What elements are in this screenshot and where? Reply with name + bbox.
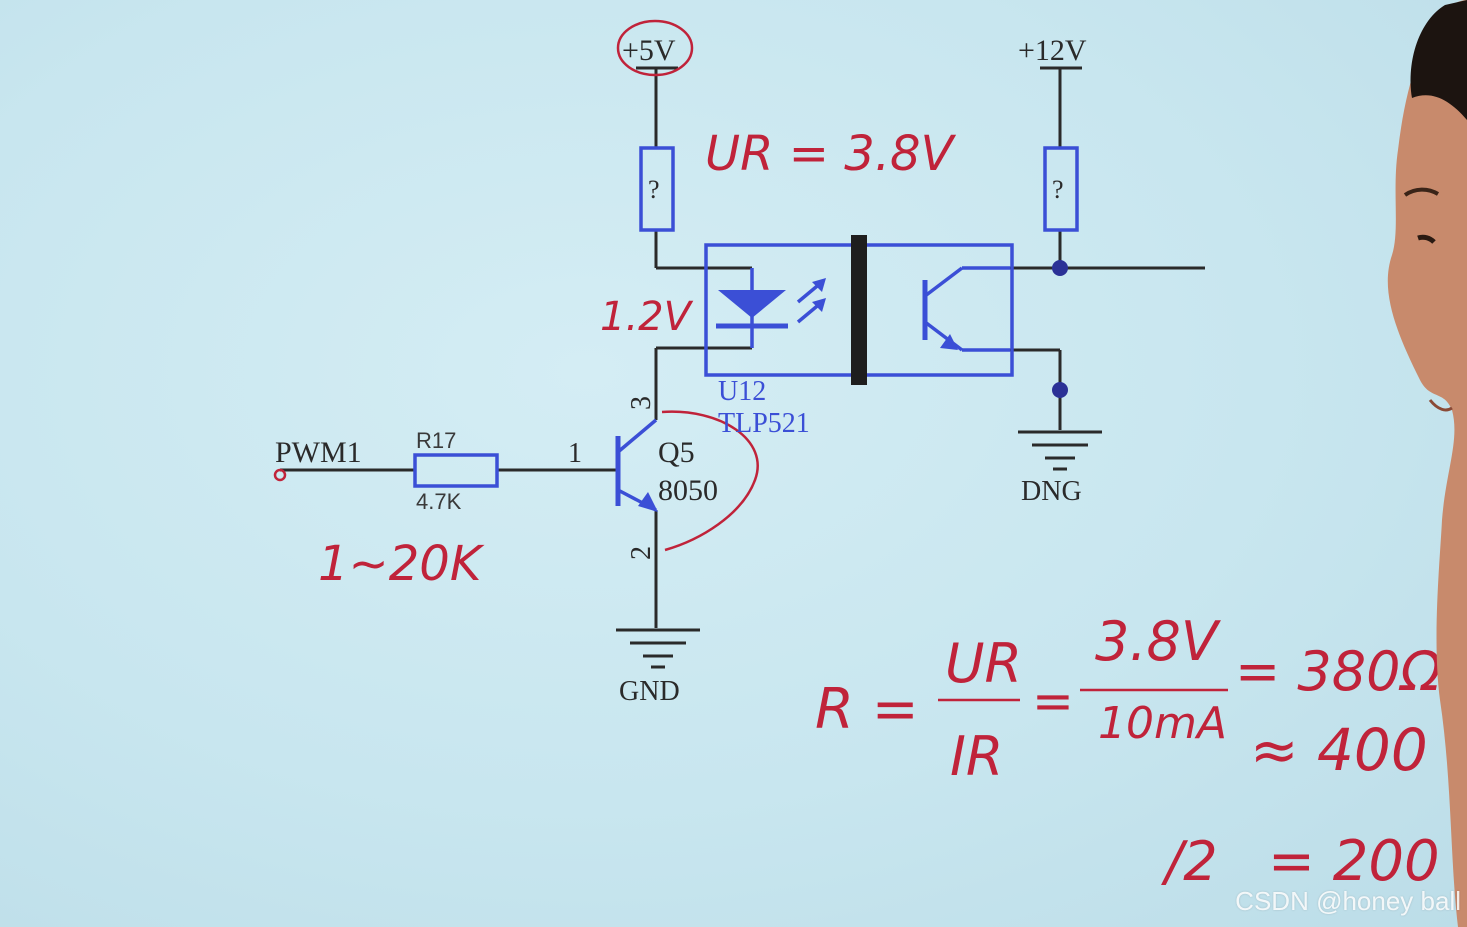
components [413,146,1079,512]
supply-12v-label: +12V [1018,34,1087,67]
transistor-part-label: 8050 [658,474,718,507]
isolation-bar [851,235,867,385]
resistor-5v [639,146,675,232]
emitter-pin-label: 2 [626,546,657,560]
calc-numerator: 3.8V [1095,610,1222,673]
watermark: CSDN @honey ball [1235,886,1461,916]
resistor-r17 [413,453,499,488]
light-arrow-icon [812,298,826,312]
base-range-note: 1~20K [318,536,485,592]
gnd-label: GND [619,676,680,707]
collector-pin-label: 3 [626,396,657,410]
ground-symbol-gnd [616,628,700,669]
presenter-figure [1387,0,1467,927]
led-diode-icon [718,290,786,318]
current-path-mark [661,410,759,552]
led-drop-note: 1.2V [600,294,694,340]
result-exact: = 380Ω [1235,640,1442,703]
junction-dot [1052,260,1068,276]
optocoupler-part-label: TLP521 [718,408,810,439]
ground-symbol-dng [1018,430,1102,471]
r17-ref-label: R17 [416,428,456,453]
input-marker [273,468,287,482]
dng-label: DNG [1021,476,1082,507]
formula-equals: = [1032,672,1074,730]
result-approx: ≈ 400 [1250,716,1428,784]
formula-r: R = [815,677,919,742]
resistor-12v-value: ? [1052,175,1064,204]
transistor-emitter-arrow-icon [638,492,658,512]
resistor-5v-value: ? [648,175,660,204]
light-arrow-icon [812,278,826,292]
input-net-label: PWM1 [275,436,362,469]
annotation-marks [273,19,1228,702]
supply-circle-mark [616,19,694,77]
half-label: /2 [1161,830,1218,893]
base-pin-label: 1 [568,438,582,469]
calc-denominator: 10mA [1098,698,1227,749]
resistor-12v [1043,146,1079,232]
supply-5v-label: +5V [622,34,676,67]
half-result: = 200 [1268,829,1440,894]
formula-numerator: UR [945,632,1022,695]
wires [280,66,1205,628]
r17-value-label: 4.7K [416,489,462,514]
transistor-ref-label: Q5 [658,436,695,469]
ur-voltage-note: UR = 3.8V [705,126,957,182]
optocoupler-ref-label: U12 [718,376,766,407]
formula-denominator: IR [950,725,1003,788]
junction-dot [1052,382,1068,398]
phototransistor-emitter-arrow-icon [940,334,958,350]
